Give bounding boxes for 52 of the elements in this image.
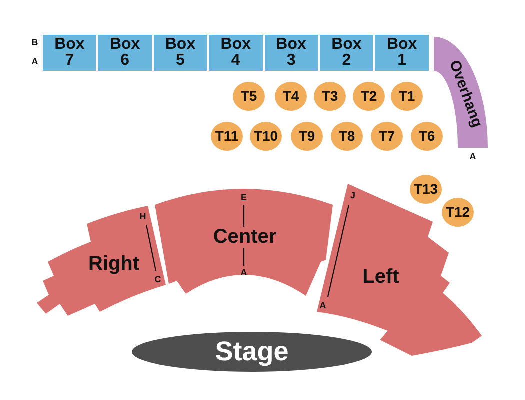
box-label: Box 4 [220,37,251,69]
seat-box [209,35,263,71]
round-table [233,82,265,110]
table-label: T10 [254,129,278,143]
table-label: T1 [398,89,416,103]
section-label: Left [362,267,400,287]
box-label: Box 6 [110,37,140,69]
stage-label: Stage [215,338,289,366]
row-letter: B [32,38,38,48]
round-table [250,122,282,150]
round-table [371,122,403,150]
table-label: T9 [298,129,316,143]
row-letter: A [470,152,476,162]
row-letter: A [32,58,38,66]
seat-box [264,35,318,71]
row-letter: C [154,276,162,284]
table-label: T13 [414,182,438,196]
round-table [442,198,474,226]
round-table [391,82,423,110]
box-label: Box 2 [332,37,362,69]
row-letter: H [140,212,146,222]
row-letter: A [320,302,326,310]
round-table [314,82,346,110]
table-label: T6 [418,129,436,143]
round-table [275,82,307,110]
section-label: Right [88,254,140,274]
table-label: T12 [446,205,470,219]
table-label: T7 [378,129,396,143]
table-label: T2 [360,89,378,103]
table-label: T3 [322,89,338,103]
table-label: T4 [282,89,300,103]
seat-box [375,35,429,71]
table-label: T11 [215,129,239,143]
seat-box [154,35,208,71]
round-table [331,122,363,150]
row-letter: A [240,268,248,278]
round-table [211,122,243,150]
round-table [410,174,442,204]
round-table [291,122,323,150]
section-label: Center [213,227,277,247]
table-label: T8 [338,129,356,143]
box-label: Box 1 [386,37,418,69]
seat-box [320,35,374,71]
row-letter: J [350,192,356,200]
box-label: Box 7 [54,37,85,69]
row-letter: E [241,194,247,202]
box-label: Box 3 [276,37,306,69]
round-table [411,122,443,150]
round-table [353,82,385,110]
seat-box [98,35,152,71]
table-label: T5 [240,89,258,103]
box-label: Box 5 [165,37,196,69]
